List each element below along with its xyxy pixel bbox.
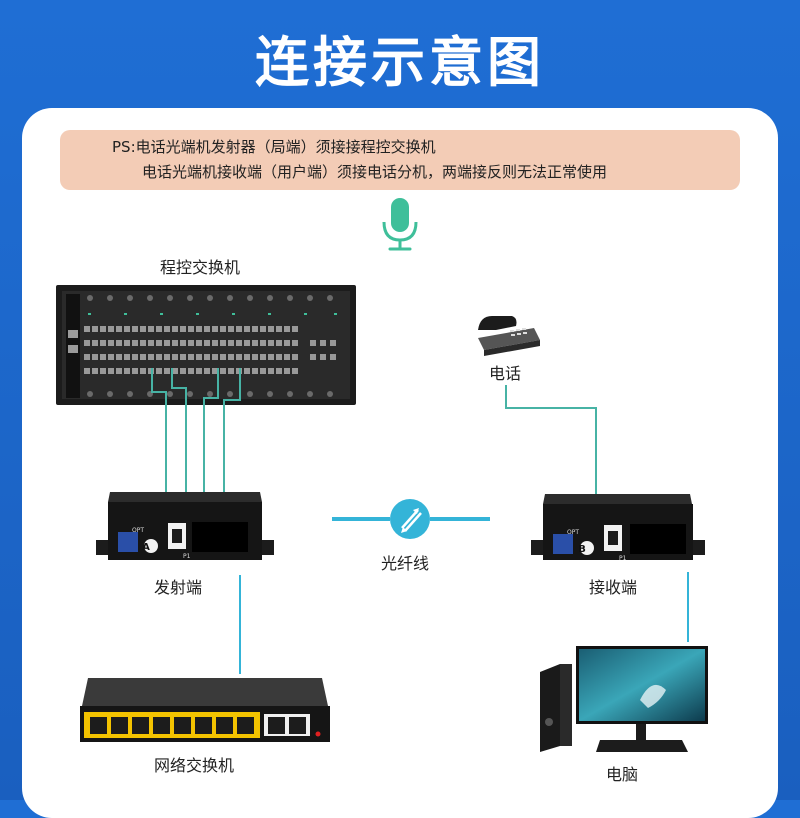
receiver-opt-label: OPT bbox=[567, 529, 579, 536]
receiver-label: 接收端 bbox=[589, 578, 638, 597]
receiver-mark: B bbox=[578, 544, 586, 555]
phone-lines-pbx-to-transmitter bbox=[151, 368, 241, 505]
page-title: 连接示意图 bbox=[255, 31, 545, 94]
transmitter-opt-label: OPT bbox=[132, 527, 144, 534]
computer-label: 电脑 bbox=[606, 765, 639, 784]
pbx-label: 程控交换机 bbox=[160, 258, 241, 277]
connection-diagram: OPT A P1 OPT B P1 bbox=[56, 198, 708, 752]
receiver-device bbox=[531, 494, 705, 560]
pbx-chassis bbox=[56, 285, 356, 405]
note-line-1: PS:电话光端机发射器（局端）须接接程控交换机 bbox=[112, 138, 436, 156]
sound-wave-icon-left bbox=[280, 201, 361, 247]
desktop-computer bbox=[540, 664, 572, 752]
microphone-icon bbox=[382, 198, 418, 251]
note-line-2: 电话光端机接收端（用户端）须接电话分机，两端接反则无法正常使用 bbox=[142, 163, 608, 181]
phone-line-to-receiver bbox=[505, 385, 597, 504]
monitor bbox=[576, 646, 708, 752]
transmitter-label: 发射端 bbox=[154, 578, 203, 597]
network-switch-device bbox=[80, 678, 330, 742]
fiber-label: 光纤线 bbox=[381, 554, 430, 573]
network-switch-label: 网络交换机 bbox=[154, 756, 235, 775]
transmitter-mark: A bbox=[142, 542, 150, 553]
fiber-link-icon bbox=[390, 499, 430, 539]
warning-note: PS:电话光端机发射器（局端）须接接程控交换机 电话光端机接收端（用户端）须接电… bbox=[60, 130, 740, 190]
transmitter-p1-label: P1 bbox=[183, 553, 191, 560]
sound-wave-icon-right bbox=[440, 201, 521, 247]
receiver-p1-label: P1 bbox=[619, 555, 627, 562]
transmitter-device bbox=[96, 492, 274, 560]
phone-label: 电话 bbox=[489, 364, 522, 383]
telephone-icon bbox=[478, 316, 540, 356]
